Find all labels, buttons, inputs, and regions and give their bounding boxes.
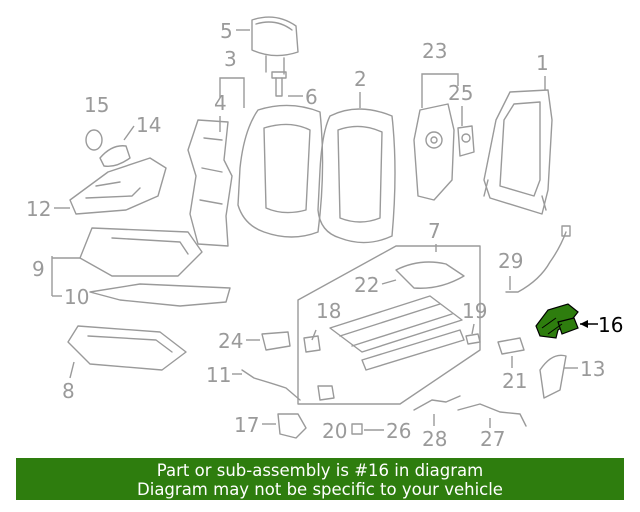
callout-16: 16 bbox=[598, 313, 623, 337]
callout-13: 13 bbox=[580, 357, 605, 381]
callout-17: 17 bbox=[234, 413, 259, 437]
part-17-bracket bbox=[277, 413, 307, 439]
callout-11: 11 bbox=[206, 363, 231, 387]
part-16-highlighted bbox=[535, 303, 579, 339]
callout-23: 23 bbox=[422, 39, 447, 63]
callout-14: 14 bbox=[136, 113, 161, 137]
callout-29: 29 bbox=[498, 249, 523, 273]
part-3-seatback-cover bbox=[237, 104, 324, 238]
part-28-wire bbox=[413, 395, 461, 411]
callout-1: 1 bbox=[536, 51, 549, 75]
part-13-cover bbox=[539, 354, 567, 399]
callout-22: 22 bbox=[354, 273, 379, 297]
callout-2: 2 bbox=[354, 67, 367, 91]
part-5-headrest bbox=[251, 16, 299, 75]
callout-26: 26 bbox=[386, 419, 411, 443]
callout-3: 3 bbox=[224, 47, 237, 71]
part-14-lever bbox=[99, 145, 131, 168]
part-23-side-airbag bbox=[413, 103, 455, 201]
part-25-airbag-bracket bbox=[457, 125, 475, 157]
callout-28: 28 bbox=[422, 427, 447, 451]
callout-19: 19 bbox=[462, 299, 487, 323]
callout-12: 12 bbox=[26, 197, 51, 221]
part-27-wire bbox=[457, 403, 527, 427]
part-18-clip bbox=[303, 335, 321, 353]
part-8-cushion-pad bbox=[67, 325, 187, 371]
part-29-cable bbox=[505, 231, 567, 293]
info-banner: Part or sub-assembly is #16 in diagram D… bbox=[16, 458, 624, 500]
part-22-wire-harness bbox=[395, 261, 465, 289]
callout-10: 10 bbox=[64, 285, 89, 309]
part-24-cover bbox=[261, 331, 291, 351]
part-26-clip bbox=[351, 423, 363, 435]
part-2-seatback-pad bbox=[317, 108, 396, 244]
callout-4: 4 bbox=[214, 91, 227, 115]
callout-15: 15 bbox=[84, 93, 109, 117]
part-4-seatback-heater bbox=[187, 119, 233, 247]
part-19-clip bbox=[465, 333, 481, 345]
part-21-bracket bbox=[497, 337, 525, 355]
part-7-seat-track bbox=[329, 295, 465, 371]
callout-6: 6 bbox=[305, 85, 318, 109]
callout-8: 8 bbox=[62, 379, 75, 403]
callout-25: 25 bbox=[448, 81, 473, 105]
part-1-seatback-frame bbox=[483, 89, 553, 215]
part-12-side-shield bbox=[69, 157, 167, 215]
part-6-headrest-guide bbox=[271, 71, 287, 97]
part-10-cushion-heater bbox=[89, 283, 231, 307]
part-15-knob bbox=[85, 129, 103, 151]
banner-line-2: Diagram may not be specific to your vehi… bbox=[137, 480, 503, 499]
callout-21: 21 bbox=[502, 369, 527, 393]
callout-24: 24 bbox=[218, 329, 243, 353]
callout-5: 5 bbox=[220, 19, 233, 43]
callout-20: 20 bbox=[322, 419, 347, 443]
callout-7: 7 bbox=[428, 219, 441, 243]
part-7-adjuster-outline bbox=[297, 245, 481, 405]
part-9-cushion-cover bbox=[79, 227, 203, 277]
callout-9: 9 bbox=[32, 257, 45, 281]
banner-line-1: Part or sub-assembly is #16 in diagram bbox=[156, 461, 484, 480]
callout-18: 18 bbox=[316, 299, 341, 323]
callout-27: 27 bbox=[480, 427, 505, 451]
part-11-wire bbox=[241, 369, 301, 401]
part-20-clip bbox=[317, 385, 335, 401]
